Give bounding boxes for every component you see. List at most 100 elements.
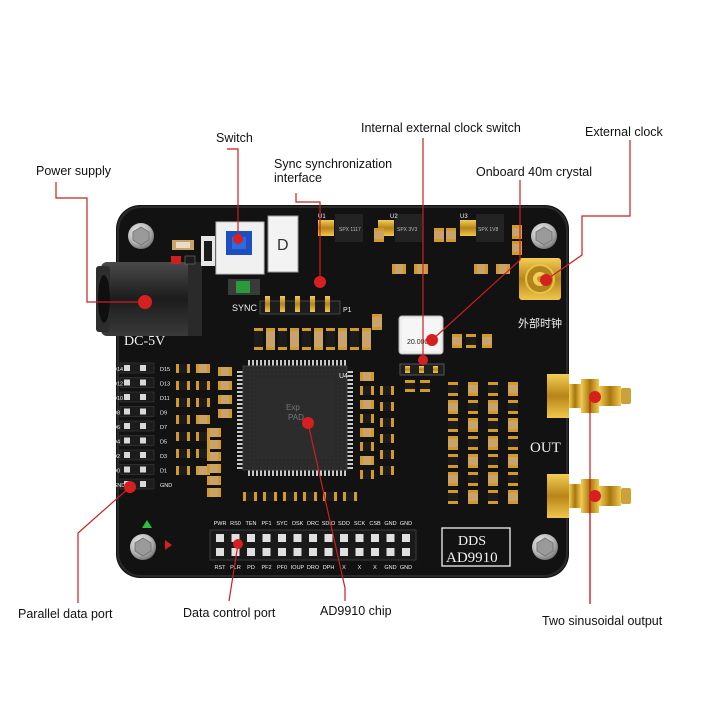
header-bottom-label: X bbox=[373, 565, 377, 571]
regulator-u1: SPX 1117 bbox=[318, 214, 363, 242]
out1-marker bbox=[589, 391, 601, 403]
svg-text:SPX 3V3: SPX 3V3 bbox=[397, 227, 418, 233]
sma-output-2 bbox=[547, 474, 631, 518]
sync-marker bbox=[314, 276, 326, 288]
external-clock-label: External clock bbox=[585, 125, 663, 139]
regulator-u2: SPX 3V3 bbox=[378, 214, 423, 242]
header-top-label: PWR bbox=[214, 521, 227, 527]
header-bottom-label: X bbox=[358, 565, 362, 571]
header-top-label: PF1 bbox=[261, 521, 271, 527]
mount-screw-top-left bbox=[128, 223, 154, 249]
sync-interface-label: Sync synchronization interface bbox=[274, 157, 393, 185]
parallel-data-header: D15D14D13D12D11D10D9D8D7D6D5D4D3D2D1D0GN… bbox=[113, 362, 172, 490]
svg-text:D13: D13 bbox=[160, 382, 170, 388]
mount-screw-bottom-right bbox=[532, 534, 558, 560]
svg-text:D9: D9 bbox=[160, 411, 167, 417]
switch-marker bbox=[233, 234, 243, 244]
out-label: OUT bbox=[530, 440, 561, 456]
svg-text:D6: D6 bbox=[113, 425, 120, 431]
header-top-label: CSB bbox=[369, 521, 381, 527]
svg-text:PAD: PAD bbox=[288, 413, 304, 422]
svg-text:D: D bbox=[277, 237, 289, 254]
svg-text:SPX 1V8: SPX 1V8 bbox=[478, 227, 499, 233]
outputs-label: Two sinusoidal output bbox=[542, 614, 663, 628]
data-control-header bbox=[209, 529, 417, 561]
svg-text:D0: D0 bbox=[113, 469, 120, 475]
marker-dots bbox=[124, 234, 601, 549]
dds-title-box: DDS AD9910 bbox=[441, 527, 511, 567]
mount-screw-bottom-left bbox=[130, 534, 156, 560]
mount-screw-top-right bbox=[531, 223, 557, 249]
data-control-port-label: Data control port bbox=[183, 606, 276, 620]
dc-label: DC-5V bbox=[124, 334, 165, 349]
svg-text:D5: D5 bbox=[160, 440, 167, 446]
header-bottom-label: DPH bbox=[323, 565, 335, 571]
svg-text:D10: D10 bbox=[113, 396, 123, 402]
parallel-marker bbox=[124, 481, 136, 493]
header-top-label: GND bbox=[400, 521, 412, 527]
header-top-label: TEN bbox=[246, 521, 257, 527]
header-top-label: SDO bbox=[338, 521, 351, 527]
svg-text:20.000: 20.000 bbox=[407, 339, 429, 346]
header-bottom-label: PLR bbox=[230, 565, 241, 571]
ad9910-chip: Exp PAD bbox=[237, 360, 353, 476]
power-switch bbox=[215, 221, 265, 275]
svg-text:U4: U4 bbox=[339, 373, 348, 380]
chip-label: AD9910 chip bbox=[320, 604, 392, 618]
header-bottom-label: IOUP bbox=[291, 565, 305, 571]
header-top-label: DRC bbox=[307, 521, 319, 527]
header-bottom-label: RST bbox=[215, 565, 227, 571]
leader-lines bbox=[55, 138, 631, 604]
sync-header bbox=[259, 296, 341, 315]
power-marker bbox=[138, 295, 152, 309]
external-clock-sma bbox=[519, 258, 561, 300]
svg-text:D12: D12 bbox=[113, 382, 123, 388]
svg-text:DDS: DDS bbox=[458, 534, 486, 549]
svg-text:Exp: Exp bbox=[286, 403, 300, 412]
header-bottom-label: PF0 bbox=[277, 565, 287, 571]
svg-text:U2: U2 bbox=[390, 214, 398, 220]
clock-switch-jumper bbox=[399, 363, 445, 376]
svg-text:SPX 1117: SPX 1117 bbox=[339, 227, 361, 233]
svg-text:D1: D1 bbox=[160, 469, 167, 475]
header-bottom-label: PD bbox=[247, 565, 255, 571]
svg-text:GND: GND bbox=[113, 483, 125, 489]
svg-text:D14: D14 bbox=[113, 367, 123, 373]
svg-text:D7: D7 bbox=[160, 425, 167, 431]
header-top-label: OSK bbox=[292, 521, 304, 527]
parallel-port-label: Parallel data port bbox=[18, 607, 113, 621]
sync-label: SYNC bbox=[232, 303, 258, 313]
svg-text:D11: D11 bbox=[160, 396, 170, 402]
header-bottom-label: GND bbox=[384, 565, 396, 571]
header-top-label: SDIO bbox=[322, 521, 336, 527]
svg-text:GND: GND bbox=[160, 483, 172, 489]
smd-components bbox=[176, 225, 522, 504]
header-bottom-label: GND bbox=[400, 565, 412, 571]
crystal-label: Onboard 40m crystal bbox=[476, 165, 593, 179]
chip-marker bbox=[302, 417, 314, 429]
clock-switch-label: Internal external clock switch bbox=[361, 121, 521, 135]
crystal-marker bbox=[426, 334, 438, 346]
power-supply-label: Power supply bbox=[36, 164, 112, 178]
p1-label: P1 bbox=[343, 307, 352, 314]
regulator-u3: SPX 1V8 bbox=[460, 214, 504, 242]
out2-marker bbox=[589, 490, 601, 502]
svg-text:D8: D8 bbox=[113, 411, 120, 417]
crystal-oscillator: 20.000 bbox=[398, 315, 444, 355]
ext-clock-marker bbox=[540, 274, 552, 286]
svg-text:D2: D2 bbox=[113, 454, 120, 460]
svg-text:D15: D15 bbox=[160, 367, 170, 373]
svg-text:U1: U1 bbox=[318, 214, 326, 220]
header-bottom-label: DRO bbox=[307, 565, 320, 571]
svg-text:U3: U3 bbox=[460, 214, 468, 220]
svg-text:AD9910: AD9910 bbox=[446, 550, 498, 566]
clock-switch-marker bbox=[418, 355, 428, 365]
header-bottom-label: PF2 bbox=[261, 565, 271, 571]
switch-label: Switch bbox=[216, 131, 253, 145]
header-top-label: SCK bbox=[354, 521, 366, 527]
svg-text:D3: D3 bbox=[160, 454, 167, 460]
header-top-label: SYC bbox=[276, 521, 287, 527]
